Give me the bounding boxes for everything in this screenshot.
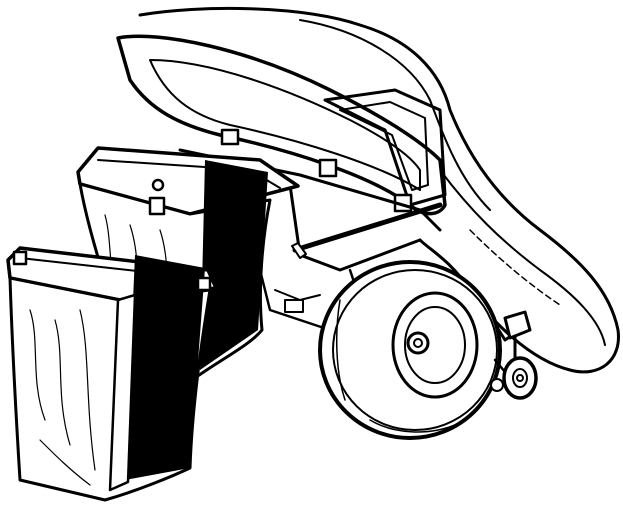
lid-hinge-left <box>220 128 240 146</box>
rear-bag-panel <box>200 160 268 370</box>
lid-hinge-right <box>318 158 338 178</box>
rear-wheel <box>318 260 502 440</box>
front-bag <box>6 246 218 502</box>
support-caster <box>490 310 538 400</box>
front-bag-panel <box>125 255 205 480</box>
wheel-hub <box>406 331 430 355</box>
